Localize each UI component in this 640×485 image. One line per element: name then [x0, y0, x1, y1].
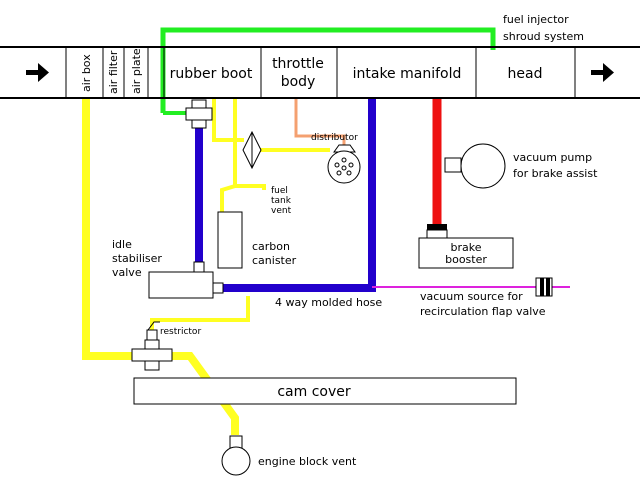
vacuum-source-label-2: recirculation flap valve — [420, 305, 546, 318]
intake-manifold-label: intake manifold — [353, 66, 462, 82]
vacuum-pump-label-1: vacuum pump — [513, 151, 592, 164]
fuel-tank-vent-label-3: vent — [271, 206, 292, 216]
fuel-tank-vent-label-1: fuel — [271, 186, 288, 196]
yellow-hose-diaphragm-run — [212, 118, 244, 142]
engine-block-vent-label: engine block vent — [258, 455, 357, 468]
cam-cover-icon — [133, 377, 517, 405]
air-filter-label: air filter — [107, 50, 120, 94]
flow-arrow-left-icon — [26, 63, 49, 82]
vacuum-pump-label-2: for brake assist — [513, 167, 598, 180]
flow-arrow-right-icon — [591, 63, 614, 82]
recirculation-valve-icon — [535, 277, 553, 297]
cam-cover-label: cam cover — [277, 384, 351, 400]
distributor-icon — [327, 144, 361, 184]
idle-valve-label-3: valve — [112, 266, 142, 279]
idle-valve-label-1: idle — [112, 238, 132, 251]
yellow-hose-fuel-tank — [235, 184, 266, 190]
vacuum-source-label-1: vacuum source for — [420, 290, 523, 303]
carbon-canister-icon — [217, 211, 243, 269]
vacuum-pump-icon — [444, 143, 506, 189]
brake-booster-label-2: booster — [445, 253, 487, 266]
brake-booster-label-1: brake — [451, 241, 482, 254]
rubber-boot-label: rubber boot — [170, 66, 253, 82]
cam-cover-cross-icon — [131, 339, 173, 371]
idle-stabiliser-valve-icon — [148, 261, 224, 299]
carbon-canister-label-2: canister — [252, 254, 297, 267]
air-plate-label: air plate — [130, 48, 143, 94]
yellow-hose-airbox — [82, 98, 140, 360]
throttle-body-label-1: throttle — [272, 56, 324, 72]
carbon-canister-label-1: carbon — [252, 240, 290, 253]
fuel-tank-vent-label-2: tank — [271, 196, 292, 206]
air-box-label: air box — [80, 54, 93, 92]
head-label: head — [508, 66, 543, 82]
green-hose-fuel-injector — [160, 27, 496, 113]
cross-fitting-icon — [185, 99, 213, 129]
engine-block-vent-icon — [221, 435, 251, 476]
diaphragm-valve-icon — [242, 130, 262, 170]
intake-tract — [0, 46, 640, 99]
idle-valve-label-2: stabiliser — [112, 252, 162, 265]
restrictor-label: restrictor — [160, 327, 201, 337]
four-way-hose-label: 4 way molded hose — [275, 296, 382, 309]
distributor-label: distributor — [311, 133, 358, 143]
fuel-injector-label-2: shroud system — [503, 30, 584, 43]
throttle-body-label-2: body — [281, 74, 316, 90]
salmon-hose-distributor — [294, 98, 346, 146]
yellow-hose-throttle — [220, 98, 237, 212]
brake-booster-icon — [418, 224, 514, 269]
fuel-injector-label-1: fuel injector — [503, 13, 569, 26]
